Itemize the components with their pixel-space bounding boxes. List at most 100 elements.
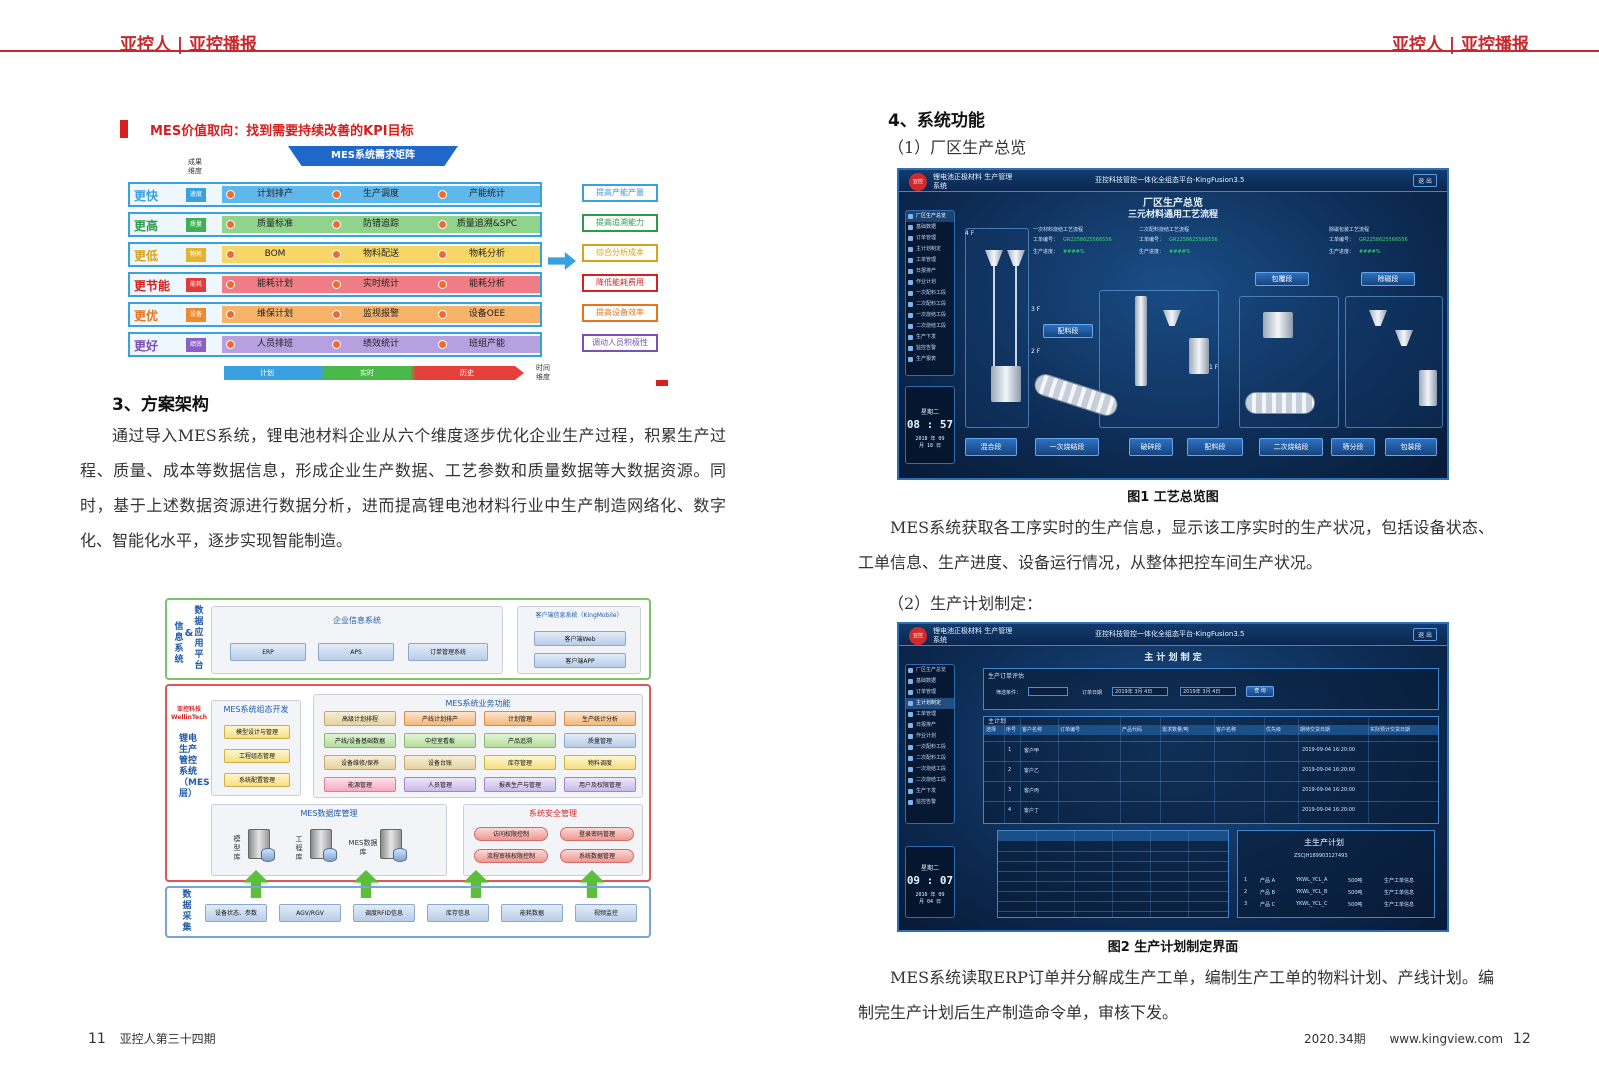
- kpi-cell: 物耗分析: [434, 246, 540, 263]
- kpi-dot-icon: [332, 280, 341, 289]
- hmi1-menu-item[interactable]: 基础数据: [906, 222, 954, 233]
- hmi1-menu-item[interactable]: 生产报表: [906, 354, 954, 365]
- hmi1-menu-item[interactable]: 二次烧结工段: [906, 321, 954, 332]
- hmi1-menu-item[interactable]: 厂区生产总览: [906, 211, 954, 222]
- hmi2-col-divider: [1120, 717, 1121, 823]
- arch-db-project-label: 工程库: [295, 835, 303, 861]
- hmi1-floor-4f: 4 F: [965, 230, 975, 237]
- hmi2-menu-item[interactable]: 订单管理: [906, 687, 954, 698]
- hmi2-menu-item[interactable]: 工单管理: [906, 709, 954, 720]
- hmi2-plan-cell: 生产工单信息: [1384, 902, 1415, 908]
- hmi2-row-line: [984, 761, 1438, 762]
- hmi1-process-button[interactable]: 二次烧结段: [1259, 438, 1323, 456]
- kpi-row-tag: 设备: [186, 308, 206, 322]
- hmi2-date-to[interactable]: 2019年 3月 4日: [1180, 687, 1236, 696]
- hmi2-filter-select[interactable]: [1028, 687, 1068, 696]
- hmi1-menu-item[interactable]: 二次配料工段: [906, 299, 954, 310]
- arch-client-title: 客户端信息系统（KingMobile）: [535, 612, 623, 619]
- kpi-row-label: 更优: [134, 309, 159, 323]
- hmi2-plan-cell: 3: [1244, 901, 1248, 907]
- kpi-cell: 计划排产: [222, 186, 328, 203]
- hmi1-process-button[interactable]: 混合段: [965, 438, 1017, 456]
- hmi1-process-button[interactable]: 一次烧结段: [1035, 438, 1099, 456]
- kpi-row-band: 计划排产生产调度产能统计: [222, 186, 540, 203]
- kpi-ribbon: MES系统需求矩阵: [288, 146, 458, 166]
- arch-dev-project: 工程组态管理: [224, 749, 290, 763]
- kpi-row-label: 更节能: [134, 279, 171, 293]
- arch-db-mes-server-icon: [380, 829, 407, 862]
- hmi2-date-from[interactable]: 2019年 3月 4日: [1112, 687, 1168, 696]
- hmi2-menu-item[interactable]: 二次烧结工段: [906, 775, 954, 786]
- hmi2-grid-row: [998, 861, 1228, 862]
- arch-dev-title: MES系统组态开发: [223, 705, 289, 714]
- arch-db-title: MES数据库管理: [300, 809, 358, 818]
- arch-acq-item: 视频监控: [575, 904, 637, 922]
- hmi1-process-button[interactable]: 筛分段: [1331, 438, 1375, 456]
- hmi1-menu-item[interactable]: 一次烧结工段: [906, 310, 954, 321]
- hmi1-process-button[interactable]: 配料段: [1187, 438, 1243, 456]
- hmi1-menu-item[interactable]: 日报排产: [906, 266, 954, 277]
- kpi-dot-icon: [226, 220, 235, 229]
- hmi2-detail-grid: [997, 830, 1229, 918]
- arch-acq-item: AGV/RGV: [279, 904, 341, 922]
- kpi-goal: 综合分析成本: [582, 244, 658, 262]
- hmi1-menu-item[interactable]: 主计划制定: [906, 244, 954, 255]
- hmi1-zone-peiliao[interactable]: 配料段: [1043, 324, 1093, 338]
- hmi2-menu-item[interactable]: 主计划制定: [906, 698, 954, 709]
- hmi1-menu-item[interactable]: 一次配料工段: [906, 288, 954, 299]
- hmi2-title: 主 计 划 制 定: [1144, 653, 1202, 663]
- arch-acq-label: 数据采集: [182, 890, 192, 933]
- hmi2-menu-item[interactable]: 一次烧结工段: [906, 764, 954, 775]
- hmi2-panel1-title: 生产订单评估: [988, 673, 1025, 680]
- arch-enterprise-title: 企业信息系统: [333, 616, 381, 625]
- pipe: [993, 266, 995, 386]
- arch-biz-function: 产线/设备基础数据: [324, 733, 396, 748]
- hmi1-wo3: GR2258625566556: [1359, 237, 1408, 243]
- arch-aps: APS: [318, 643, 394, 661]
- hmi1-subtitle: 三元材料通用工艺流程: [1127, 210, 1218, 220]
- hmi2-grid-col: [1188, 831, 1189, 917]
- hmi1-wo3-label: 工单编号：: [1329, 237, 1355, 243]
- hmi1-process-button[interactable]: 包装段: [1385, 438, 1437, 456]
- kpi-row-band: 维保计划监视报警设备OEE: [222, 306, 540, 323]
- hmi2-exit-button[interactable]: 退 出: [1413, 628, 1437, 641]
- hmi1-menu-item[interactable]: 工单管理: [906, 255, 954, 266]
- hmi2-menu-item[interactable]: 一次配料工段: [906, 742, 954, 753]
- hmi1-menu-item[interactable]: 订单管理: [906, 233, 954, 244]
- kpi-cell-label: 物耗分析: [468, 249, 505, 259]
- arch-biz-function: 设备维修/保养: [324, 755, 396, 770]
- hmi1-zone-chuci[interactable]: 除磁段: [1361, 272, 1415, 286]
- section3-paragraph: 通过导入MES系统，锂电池材料企业从六个维度逐步优化企业生产过程，积累生产过程、…: [80, 426, 726, 550]
- arch-erp: ERP: [230, 643, 306, 661]
- hmi1-menu-item[interactable]: 作业计划: [906, 277, 954, 288]
- hmi1-prog1: ####%: [1063, 249, 1085, 255]
- footer-right-url[interactable]: www.kingview.com: [1389, 1032, 1504, 1046]
- hmi1-process-button[interactable]: 破碎段: [1129, 438, 1173, 456]
- arch-client-app: 客户端APP: [534, 653, 626, 668]
- hmi2-menu-item[interactable]: 生产下发: [906, 786, 954, 797]
- hmi2-col-header: 优先级: [1266, 727, 1282, 733]
- kpi-time-axis: 时间维度: [536, 364, 550, 381]
- hmi1-zone-baofu[interactable]: 包覆段: [1255, 272, 1309, 286]
- kpi-row-band: 人员排班绩效统计班组产能: [222, 336, 540, 353]
- hmi1-menu-item[interactable]: 生产下发: [906, 332, 954, 343]
- kpi-cell-label: 设备OEE: [468, 309, 506, 319]
- kpi-cell: 人员排班: [222, 336, 328, 353]
- kpi-cell-label: 实时统计: [362, 279, 399, 289]
- hmi2-query-button[interactable]: 查 询: [1246, 686, 1274, 697]
- hmi1-menu-item[interactable]: 监控告警: [906, 343, 954, 354]
- hmi2-menu-item[interactable]: 日报排产: [906, 720, 954, 731]
- hmi1-exit-button[interactable]: 退 出: [1413, 174, 1437, 187]
- hmi2-col-divider: [1264, 717, 1265, 823]
- hmi2-menu-item[interactable]: 基础数据: [906, 676, 954, 687]
- hmi2-menu-item[interactable]: 厂区生产总览: [906, 665, 954, 676]
- kpi-cell-label: 班组产能: [468, 339, 505, 349]
- hmi2-menu-item[interactable]: 作业计划: [906, 731, 954, 742]
- hmi2-menu-item[interactable]: 二次配料工段: [906, 753, 954, 764]
- arch-client-web: 客户端Web: [534, 631, 626, 646]
- kpi-row: 更快速度计划排产生产调度产能统计: [128, 182, 542, 207]
- arch-mes-label: 锂电生产管控系统（MES层）: [179, 734, 210, 799]
- hmi1-prog2-label: 生产进度：: [1139, 249, 1165, 255]
- hmi2-row-no: 1: [1008, 747, 1012, 753]
- hmi2-menu-item[interactable]: 监控告警: [906, 797, 954, 808]
